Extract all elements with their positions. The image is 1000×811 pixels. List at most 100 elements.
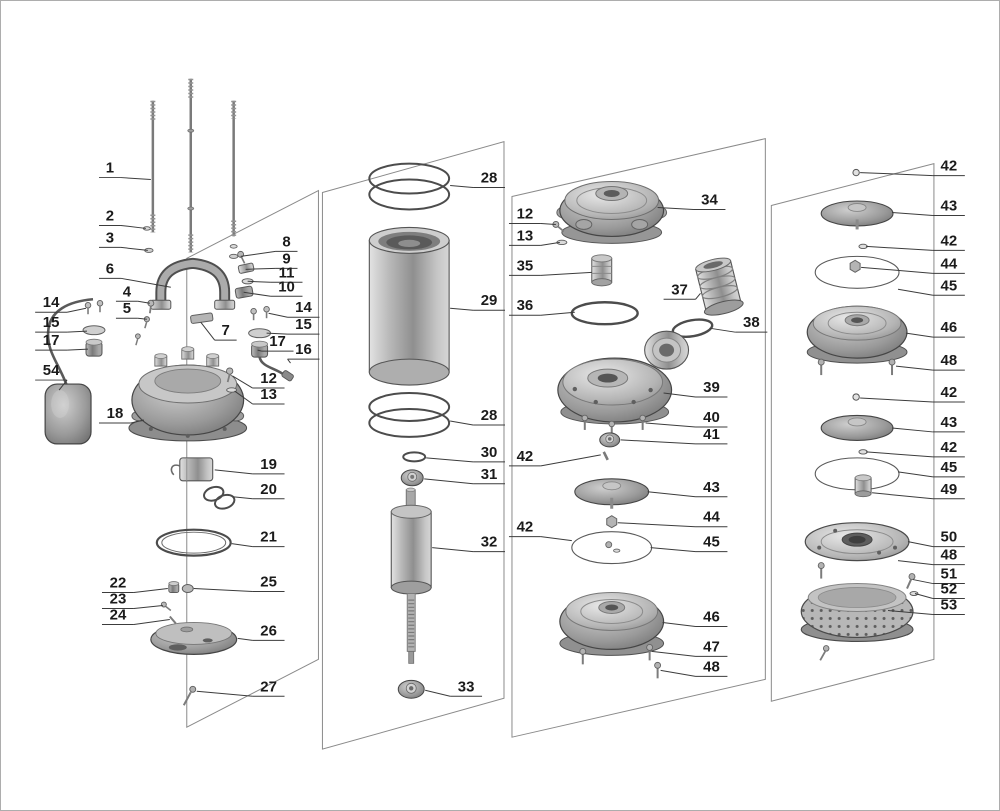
- part-label-53: 53: [887, 596, 965, 615]
- part-label-10: 10: [243, 278, 303, 297]
- part-label-1: 1: [98, 160, 151, 181]
- part-48-screw-lower: [817, 562, 825, 579]
- svg-text:42: 42: [517, 519, 534, 536]
- part-29-motor-housing: [368, 226, 450, 386]
- part-42-shaft-key: [602, 451, 609, 461]
- svg-text:45: 45: [941, 277, 958, 294]
- svg-text:49: 49: [941, 481, 958, 498]
- part-label-12: 12: [232, 370, 285, 389]
- part-label-41: 41: [620, 426, 728, 445]
- part-label-8: 8: [240, 233, 298, 257]
- part-label-2: 2: [98, 207, 146, 229]
- part-label-43: 43: [891, 197, 965, 216]
- svg-text:8: 8: [282, 233, 290, 250]
- svg-text:12: 12: [260, 370, 277, 387]
- part-label-50: 50: [907, 529, 965, 548]
- part-45-detail-circle: [571, 531, 653, 565]
- part-42-circlip-1: [852, 168, 860, 177]
- part-20-o-rings: [203, 485, 236, 510]
- svg-text:24: 24: [110, 606, 127, 623]
- svg-text:39: 39: [703, 379, 720, 396]
- svg-text:13: 13: [517, 227, 534, 244]
- part-label-45: 45: [897, 459, 965, 478]
- part-label-44: 44: [617, 509, 728, 528]
- part-label-43: 43: [647, 479, 728, 498]
- svg-text:18: 18: [107, 405, 124, 422]
- part-1-stud-bolts: [150, 78, 237, 253]
- part-label-24: 24: [101, 606, 170, 625]
- part-label-7: 7: [200, 321, 237, 341]
- svg-text:35: 35: [517, 257, 534, 274]
- svg-text:9: 9: [282, 250, 290, 267]
- svg-text:44: 44: [703, 509, 720, 526]
- part-27-screw: [182, 685, 197, 706]
- part-28-top-rings: [368, 162, 451, 211]
- part-42-circlip-2: [852, 393, 860, 401]
- part-18-motor-top-cover: [128, 346, 248, 442]
- part-label-27: 27: [196, 678, 285, 697]
- svg-text:46: 46: [703, 608, 720, 625]
- svg-text:46: 46: [941, 319, 958, 336]
- svg-text:15: 15: [295, 316, 312, 333]
- part-label-18: 18: [98, 405, 144, 424]
- part-label-54: 54: [35, 362, 68, 391]
- svg-text:30: 30: [481, 444, 498, 461]
- svg-text:48: 48: [941, 352, 958, 369]
- part-19-capacitor: [170, 457, 214, 482]
- svg-text:42: 42: [941, 232, 958, 249]
- part-28-bottom-rings: [368, 392, 451, 438]
- part-label-30: 30: [426, 444, 505, 463]
- part-43-impeller-lower: [820, 414, 894, 441]
- panel-outlines: [186, 138, 935, 750]
- svg-text:42: 42: [941, 158, 958, 175]
- part-label-15: 15: [266, 316, 320, 335]
- svg-text:1: 1: [106, 160, 114, 177]
- part-label-19: 19: [214, 456, 285, 475]
- svg-text:42: 42: [941, 439, 958, 456]
- svg-text:43: 43: [941, 414, 958, 431]
- part-label-14: 14: [35, 294, 87, 313]
- part-25-plug: [181, 584, 194, 594]
- part-label-21: 21: [231, 529, 285, 548]
- part-label-16: 16: [287, 341, 320, 364]
- part-label-4: 4: [115, 283, 150, 304]
- part-label-42: 42: [866, 439, 965, 458]
- svg-text:23: 23: [110, 591, 127, 608]
- part-label-52: 52: [914, 581, 965, 600]
- part-54-float-switch: [44, 383, 92, 445]
- part-34-pump-top-cover: [556, 181, 668, 244]
- part-7-handle-plate: [190, 312, 214, 324]
- part-8-9-10-11-cable-gland: [234, 250, 255, 299]
- svg-text:54: 54: [43, 362, 60, 379]
- svg-text:7: 7: [222, 322, 230, 339]
- part-45-49-detail: [814, 457, 900, 498]
- part-14-15-17-cable-clamp-left: [82, 300, 106, 357]
- part-label-9: 9: [245, 250, 298, 270]
- part-label-51: 51: [912, 566, 965, 585]
- part-label-13: 13: [508, 227, 560, 246]
- part-label-22: 22: [101, 575, 168, 594]
- part-label-42: 42: [866, 232, 965, 251]
- svg-text:11: 11: [279, 264, 295, 281]
- svg-text:36: 36: [517, 297, 534, 314]
- part-label-42: 42: [860, 384, 965, 403]
- part-label-48: 48: [895, 352, 965, 371]
- part-43-impeller: [574, 478, 650, 509]
- part-label-47: 47: [651, 638, 728, 657]
- part-6-carry-handle: [150, 257, 236, 310]
- svg-text:22: 22: [110, 575, 127, 592]
- svg-text:45: 45: [703, 534, 720, 551]
- part-label-23: 23: [101, 591, 163, 609]
- part-label-42: 42: [508, 448, 601, 467]
- part-46-stage-casing-upper: [806, 305, 908, 364]
- part-label-17: 17: [35, 332, 89, 351]
- svg-text:34: 34: [701, 191, 718, 208]
- svg-text:26: 26: [260, 622, 277, 639]
- part-50-suction-plate: [804, 522, 910, 562]
- part-label-32: 32: [432, 534, 505, 553]
- svg-text:43: 43: [703, 479, 720, 496]
- part-label-49: 49: [872, 481, 965, 500]
- part-26-seal-plate: [150, 622, 238, 655]
- svg-text:44: 44: [941, 255, 958, 272]
- part-53-strainer-base: [800, 583, 914, 661]
